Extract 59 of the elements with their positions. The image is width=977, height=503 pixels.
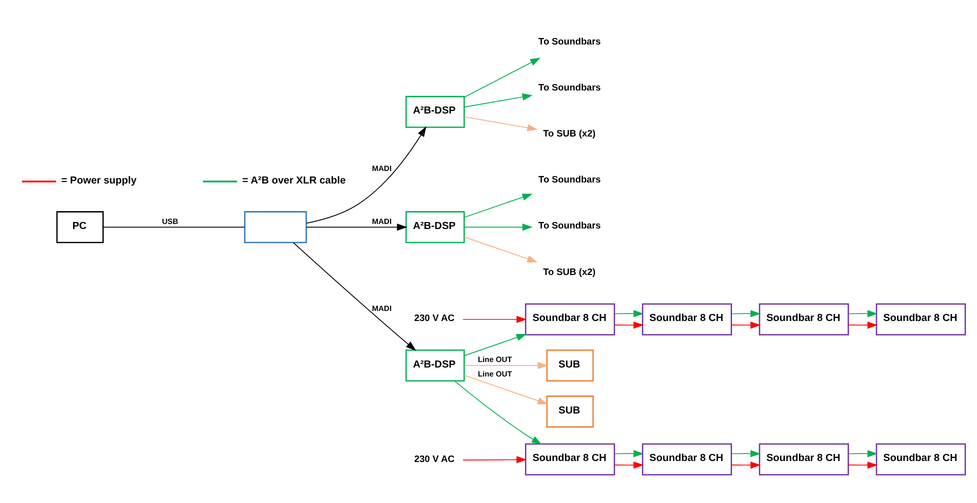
node-box: A²B-DSP	[405, 96, 465, 128]
node-box: SUB	[546, 396, 594, 428]
node-box: Soundbar 8 CH	[876, 443, 966, 476]
edge-label: Line OUT	[478, 370, 512, 379]
node-text: To Soundbars	[538, 174, 601, 185]
arrow	[614, 450, 644, 458]
arrow	[848, 322, 878, 329]
edge-label: Line OUT	[478, 355, 512, 364]
arrow	[614, 462, 644, 469]
node-box: Soundbar 8 CH	[525, 443, 616, 476]
arrow	[730, 462, 761, 469]
node-box	[244, 211, 307, 244]
arrow	[848, 450, 878, 458]
arrow	[464, 116, 538, 132]
arrow	[464, 58, 540, 98]
node-box: Soundbar 8 CH	[758, 443, 849, 476]
arrow	[464, 374, 548, 404]
node-text: To Soundbars	[538, 35, 601, 46]
arrow	[730, 322, 761, 329]
arrow	[292, 242, 416, 351]
node-box: SUB	[546, 349, 594, 382]
legend-label: = A²B over XLR cable	[242, 175, 346, 186]
node-text: To Soundbars	[538, 81, 601, 92]
node-box: Soundbar 8 CH	[642, 443, 732, 476]
node-text: To SUB (x2)	[543, 266, 596, 277]
node-box: Soundbar 8 CH	[525, 303, 616, 336]
arrow	[730, 310, 761, 318]
arrow	[464, 224, 533, 231]
node-text: 230 V AC	[414, 312, 455, 323]
arrow	[464, 194, 533, 218]
arrow	[848, 462, 878, 469]
node-text: 230 V AC	[414, 452, 455, 464]
arrow	[730, 450, 761, 458]
arrow	[306, 224, 408, 231]
edge-label: MADI	[372, 304, 392, 313]
arrow	[462, 316, 527, 323]
arrow	[464, 236, 538, 262]
arrow	[464, 334, 527, 356]
arrow	[462, 456, 527, 464]
arrow	[464, 362, 548, 370]
connector	[102, 226, 245, 228]
node-box: A²B-DSP	[405, 211, 465, 244]
legend-label: = Power supply	[61, 175, 137, 186]
node-text: To Soundbars	[538, 220, 601, 231]
node-box: PC	[56, 211, 104, 244]
node-box: A²B-DSP	[405, 349, 465, 382]
arrow	[614, 310, 644, 318]
node-box: Soundbar 8 CH	[758, 303, 849, 336]
edge-label: MADI	[372, 164, 392, 173]
node-box: Soundbar 8 CH	[642, 303, 732, 336]
edge-label: MADI	[372, 216, 392, 226]
arrow	[464, 93, 533, 108]
arrow	[306, 126, 426, 224]
node-text: To SUB (x2)	[543, 128, 596, 139]
edge-label: USB	[162, 216, 178, 226]
node-box: Soundbar 8 CH	[876, 303, 966, 336]
arrow	[614, 322, 644, 329]
arrow	[454, 380, 542, 445]
arrow	[848, 310, 878, 318]
